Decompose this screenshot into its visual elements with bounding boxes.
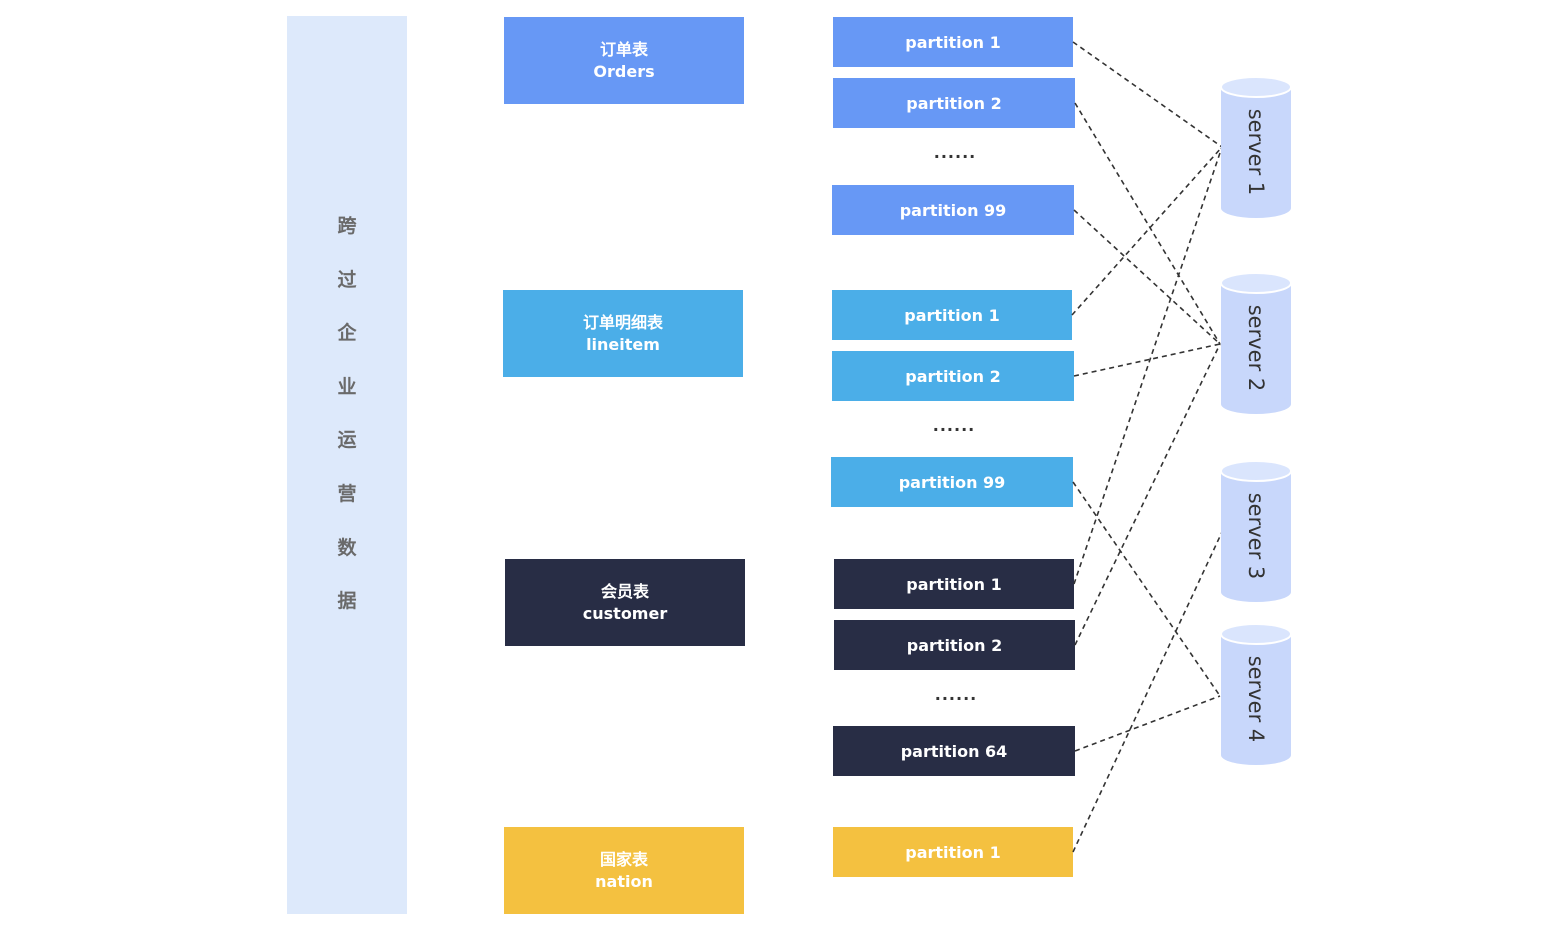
enterprise-data-band: 跨 过 企 业 运 营 数 据 [287,16,407,914]
enterprise-data-label: 跨 过 企 业 运 营 数 据 [287,212,407,641]
orders-partition-1: partition 1 [833,17,1073,67]
customer-partition-1: partition 1 [834,559,1074,609]
table-lineitem-en: lineitem [586,334,660,354]
customer-partition-64: partition 64 [833,726,1075,776]
customer-ellipsis: ...... [934,685,978,704]
nation-partition-1: partition 1 [833,827,1073,877]
table-nation-cn: 国家表 [599,849,648,869]
link-lineitem-p1-server1 [1071,146,1223,316]
link-customer-p2-server2 [1074,343,1221,646]
side-char: 跨 [337,215,357,237]
table-lineitem: 订单明细表 lineitem [503,290,743,377]
server-1-label: server 1 [1244,108,1268,196]
table-customer-cn: 会员表 [600,581,649,601]
server-3-label: server 3 [1244,492,1268,580]
orders-partition-2: partition 2 [833,78,1075,128]
lineitem-partition-1: partition 1 [832,290,1072,340]
link-lineitem-p99-server4 [1072,481,1221,697]
table-orders: 订单表 Orders [504,17,744,104]
server-2-label: server 2 [1244,304,1268,392]
table-customer: 会员表 customer [505,559,745,646]
table-orders-cn: 订单表 [599,39,648,59]
table-nation: 国家表 nation [504,827,744,914]
table-lineitem-cn: 订单明细表 [582,312,663,332]
server-1-cylinder [1220,76,1292,218]
orders-partition-99: partition 99 [832,185,1074,235]
side-char: 业 [337,375,357,398]
link-customer-p1-server1 [1073,146,1223,585]
table-nation-en: nation [595,871,653,891]
server-4-cylinder [1220,623,1292,765]
table-customer-en: customer [582,603,668,623]
orders-ellipsis: ...... [933,143,977,162]
link-lineitem-p2-server2 [1073,343,1221,377]
side-char: 营 [337,482,357,505]
side-char: 据 [337,590,357,613]
customer-partition-2: partition 2 [834,620,1075,670]
link-orders-p1-server1 [1072,41,1223,148]
server-2-cylinder [1220,272,1292,414]
side-char: 企 [337,322,357,345]
side-char: 过 [337,268,357,291]
server-4-label: server 4 [1244,655,1268,743]
table-orders-en: Orders [593,61,655,81]
link-orders-p2-server2 [1074,102,1221,345]
server-3-cylinder [1220,460,1292,602]
lineitem-partition-99: partition 99 [831,457,1073,507]
link-nation-p1-server3 [1072,531,1223,853]
side-char: 数 [337,536,357,559]
side-char: 运 [337,429,357,452]
lineitem-partition-2: partition 2 [832,351,1074,401]
link-customer-p64-server4 [1074,695,1221,752]
lineitem-ellipsis: ...... [932,416,976,435]
link-orders-p99-server2 [1073,209,1221,345]
